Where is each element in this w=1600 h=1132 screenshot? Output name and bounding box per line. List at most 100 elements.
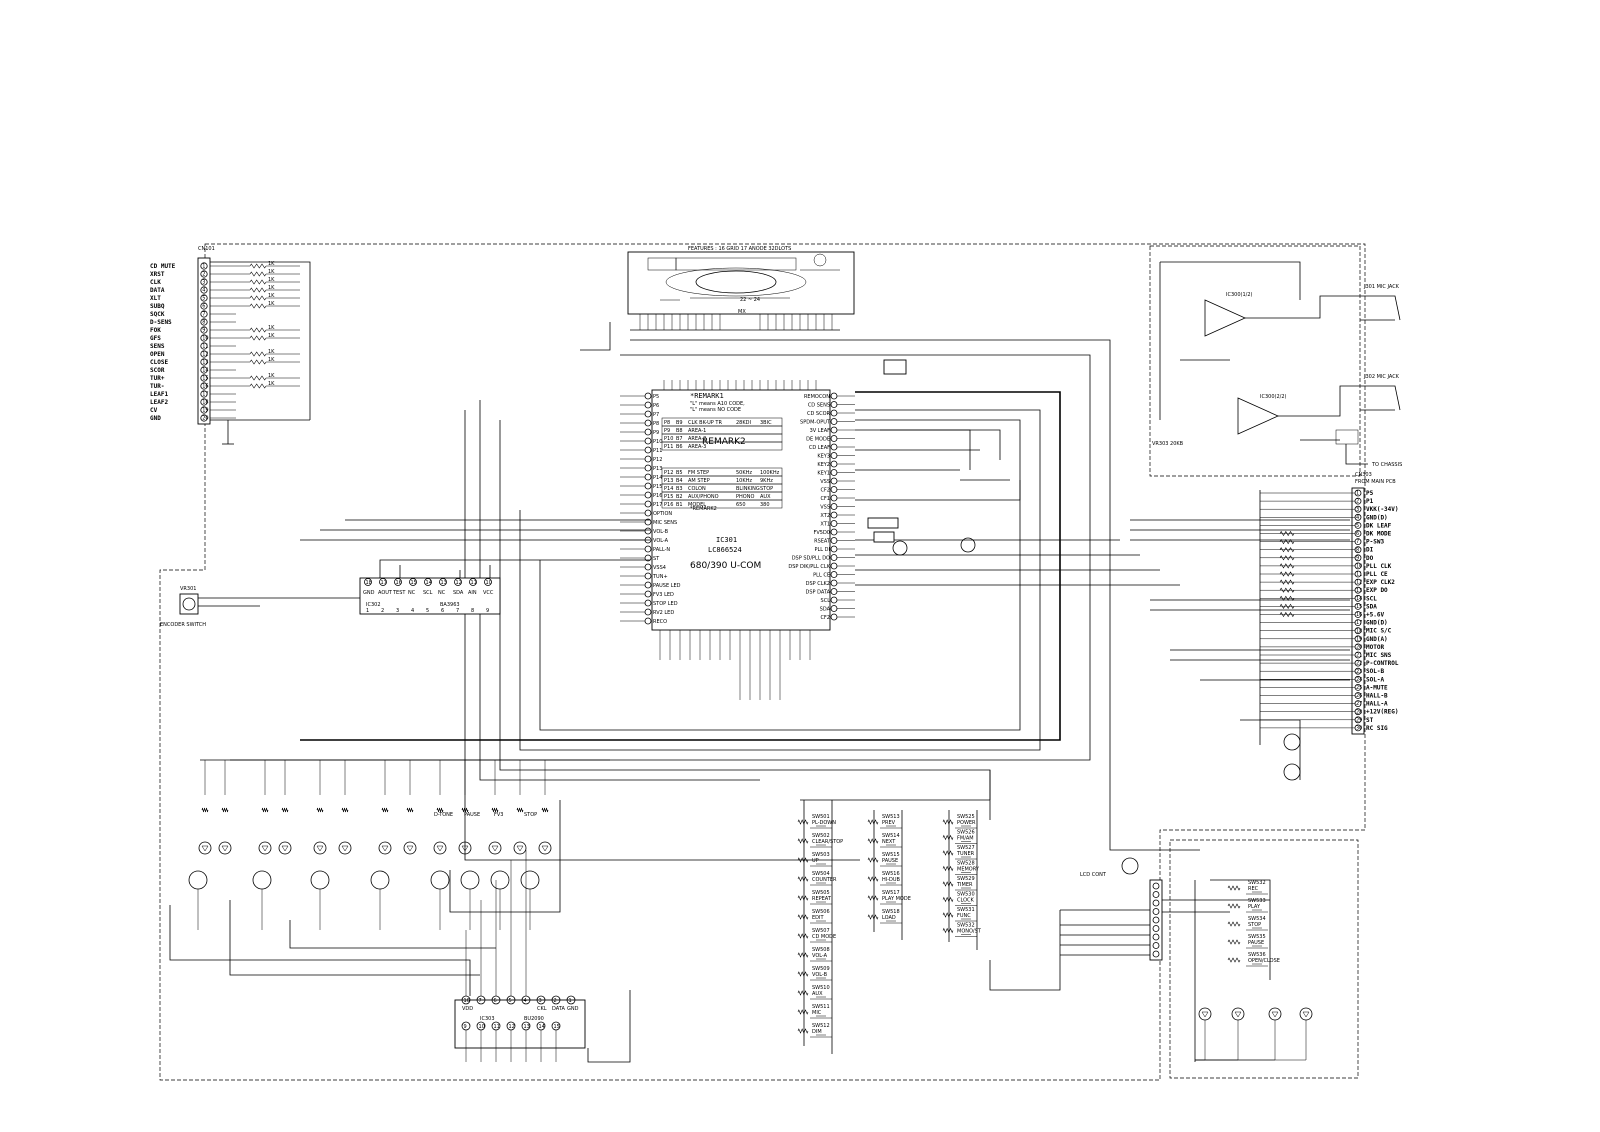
mcu-pin <box>830 418 838 425</box>
pin-name: GND(D) <box>1366 514 1388 521</box>
mcu-pin <box>830 452 838 459</box>
pin-name: RC SIG <box>1366 725 1388 732</box>
svg-text:REMARK2: REMARK2 <box>702 437 746 447</box>
ic-pin-number: 6 <box>494 998 497 1004</box>
resistor <box>942 850 954 856</box>
lcd-cont-label: LCD CONT <box>1080 872 1107 878</box>
resistor-value: 1K <box>268 357 275 363</box>
switch-ref: SW514 <box>882 833 900 839</box>
table-cell: COLON <box>688 486 706 492</box>
transistor <box>1121 857 1139 875</box>
resistor-value: 1K <box>268 333 275 339</box>
pin-number: 9 <box>202 328 205 334</box>
led-indicator <box>1268 1007 1282 1021</box>
switch-label: POWER <box>957 820 976 826</box>
switch-ref: SW512 <box>812 1023 830 1029</box>
connector-pin <box>200 262 208 270</box>
resistor <box>1227 921 1241 927</box>
led-indicator <box>513 841 527 855</box>
resistor <box>867 819 879 825</box>
pin-name: P-CONTROL <box>1366 660 1399 667</box>
resistor-value: 1K <box>268 261 275 267</box>
wire <box>169 900 496 996</box>
mcu-pin-label: P6 <box>653 403 659 409</box>
pin-number: 5 <box>202 296 205 302</box>
mcu-pin-label: P13 <box>653 466 662 472</box>
resistor <box>1227 885 1241 891</box>
connector-pin <box>1152 942 1160 949</box>
mcu-pin-label: CF1 <box>820 496 830 502</box>
resistor <box>942 912 954 918</box>
push-switch <box>955 887 977 891</box>
table-cell: 650 <box>736 502 746 508</box>
ic-pin-number: 2 <box>554 998 557 1004</box>
mcu-pin <box>644 572 652 580</box>
pin-number: 20 <box>1356 645 1362 651</box>
pin-name: PLL CLK <box>1366 563 1392 570</box>
ic-pin-number: 6 <box>441 608 444 614</box>
resistor-value: 1K <box>268 301 275 307</box>
ic302: 18GND117AOUT216TEST315NC414SCL513NC612SD… <box>359 559 650 615</box>
svg-text:CN101: CN101 <box>198 246 215 252</box>
mcu-pin <box>644 590 652 598</box>
pin-name: P-SW3 <box>1366 539 1384 546</box>
push-switch <box>955 918 977 922</box>
led-indicator <box>458 841 472 855</box>
resistor <box>261 807 269 813</box>
resistor <box>249 335 267 341</box>
pin-name: DK MODE <box>1366 531 1392 538</box>
ic-pin-number: 10 <box>479 1024 485 1030</box>
mcu-pin <box>830 486 838 493</box>
svg-text:LC866524: LC866524 <box>708 546 742 554</box>
svg-text:*REMARK1: *REMARK1 <box>690 392 724 400</box>
svg-text:22 ~ 24: 22 ~ 24 <box>740 297 760 303</box>
ic-pin <box>439 578 447 586</box>
ic-pin <box>424 578 432 586</box>
table-cell: 9KHz <box>760 478 773 484</box>
resistor <box>201 807 209 813</box>
switch-label: CD MODE <box>812 934 836 940</box>
switch-label: PLAY MODE <box>882 896 911 902</box>
svg-text:"L" means A10 CODE,: "L" means A10 CODE, <box>690 401 745 407</box>
ic-pin <box>536 995 546 1005</box>
svg-text:ENCODER SWITCH: ENCODER SWITCH <box>160 622 206 628</box>
pin-name: SUBQ <box>150 303 165 310</box>
mcu-pin <box>830 596 838 604</box>
switch-ref: SW533 <box>1248 898 1266 904</box>
svg-text:FROM MAIN PCB: FROM MAIN PCB <box>1355 479 1396 485</box>
mcu-pin <box>830 562 838 570</box>
table-cell: P12 <box>664 470 673 476</box>
resistor-value: 1K <box>268 277 275 283</box>
connector-pin <box>1152 916 1160 924</box>
pin-number: 19 <box>1356 636 1362 642</box>
svg-text:"L" means NO CODE: "L" means NO CODE <box>690 407 741 413</box>
switch-label: PL-DOWN <box>812 820 836 826</box>
mcu-pin <box>830 401 838 408</box>
switch-label: AUX <box>812 991 823 997</box>
pin-name: TUR+ <box>150 375 165 382</box>
table-cell: B4 <box>676 478 683 484</box>
push-switch <box>880 882 902 886</box>
mcu-pin <box>830 537 838 544</box>
mcu-pin-label: PAUSE LED <box>653 583 681 589</box>
table-cell: MODEL <box>688 502 706 508</box>
mcu-pin-label: P14 <box>653 475 662 481</box>
led-indicator <box>1198 1007 1212 1021</box>
resistor <box>797 838 809 844</box>
switch-ref: SW516 <box>882 871 900 877</box>
resistor <box>867 838 879 844</box>
push-switch <box>810 958 832 962</box>
pin-number: 14 <box>1356 596 1362 602</box>
pin-name: TUR- <box>150 383 164 390</box>
table-cell: STOP <box>760 486 773 492</box>
switch-ref: SW525 <box>957 814 975 820</box>
connector-pin <box>1152 933 1160 941</box>
sub-connector <box>1149 879 1163 961</box>
transistor <box>310 870 330 890</box>
pin-name: GFS <box>150 335 161 342</box>
mcu-pin <box>644 428 652 436</box>
mcu-pin-label: P16 <box>653 493 662 499</box>
mcu-pin-label: DSP SD/PLL DO <box>792 556 830 562</box>
